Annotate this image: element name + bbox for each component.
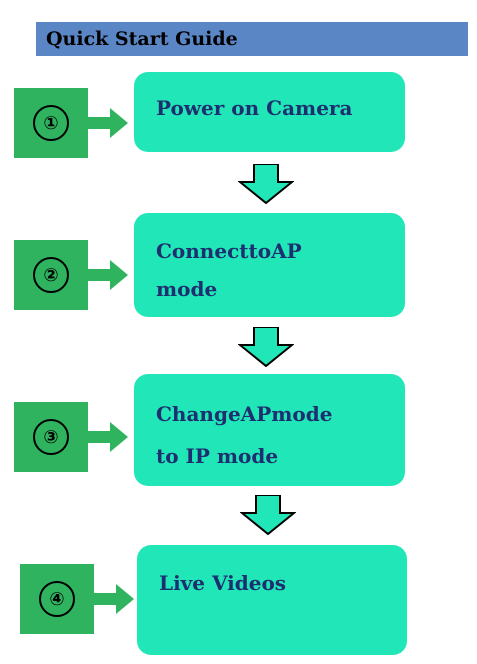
step-label: Live Videos — [159, 571, 287, 595]
step-number-4: ④ — [39, 581, 75, 617]
down-arrow-icon — [240, 495, 296, 535]
step-number-box: ③ — [14, 402, 88, 472]
right-arrow-icon — [88, 260, 128, 290]
right-arrow-icon — [88, 422, 128, 452]
step-box-1: Power on Camera — [134, 72, 405, 152]
right-arrow-icon — [88, 108, 128, 138]
title-bar: Quick Start Guide — [36, 22, 468, 56]
down-arrow-icon — [238, 164, 294, 204]
down-arrow-icon — [238, 327, 294, 367]
step-number-1: ① — [33, 105, 69, 141]
step-number-box: ② — [14, 240, 88, 310]
page-title: Quick Start Guide — [46, 28, 238, 50]
step-number-2: ② — [33, 257, 69, 293]
step-label-line-2: mode — [156, 277, 218, 301]
step-number-box: ④ — [20, 564, 94, 634]
step-box-4: Live Videos — [137, 545, 407, 655]
step-label-line-1: ChangeAPmode — [156, 402, 333, 426]
right-arrow-icon — [94, 584, 134, 614]
step-label-line-2: to IP mode — [156, 444, 279, 468]
step-label: Power on Camera — [156, 96, 353, 120]
step-number-box: ① — [14, 88, 88, 158]
step-number-3: ③ — [33, 419, 69, 455]
step-box-3: ChangeAPmode to IP mode — [134, 374, 405, 486]
step-box-2: ConnecttoAP mode — [134, 213, 405, 317]
step-label-line-1: ConnecttoAP — [156, 239, 302, 263]
